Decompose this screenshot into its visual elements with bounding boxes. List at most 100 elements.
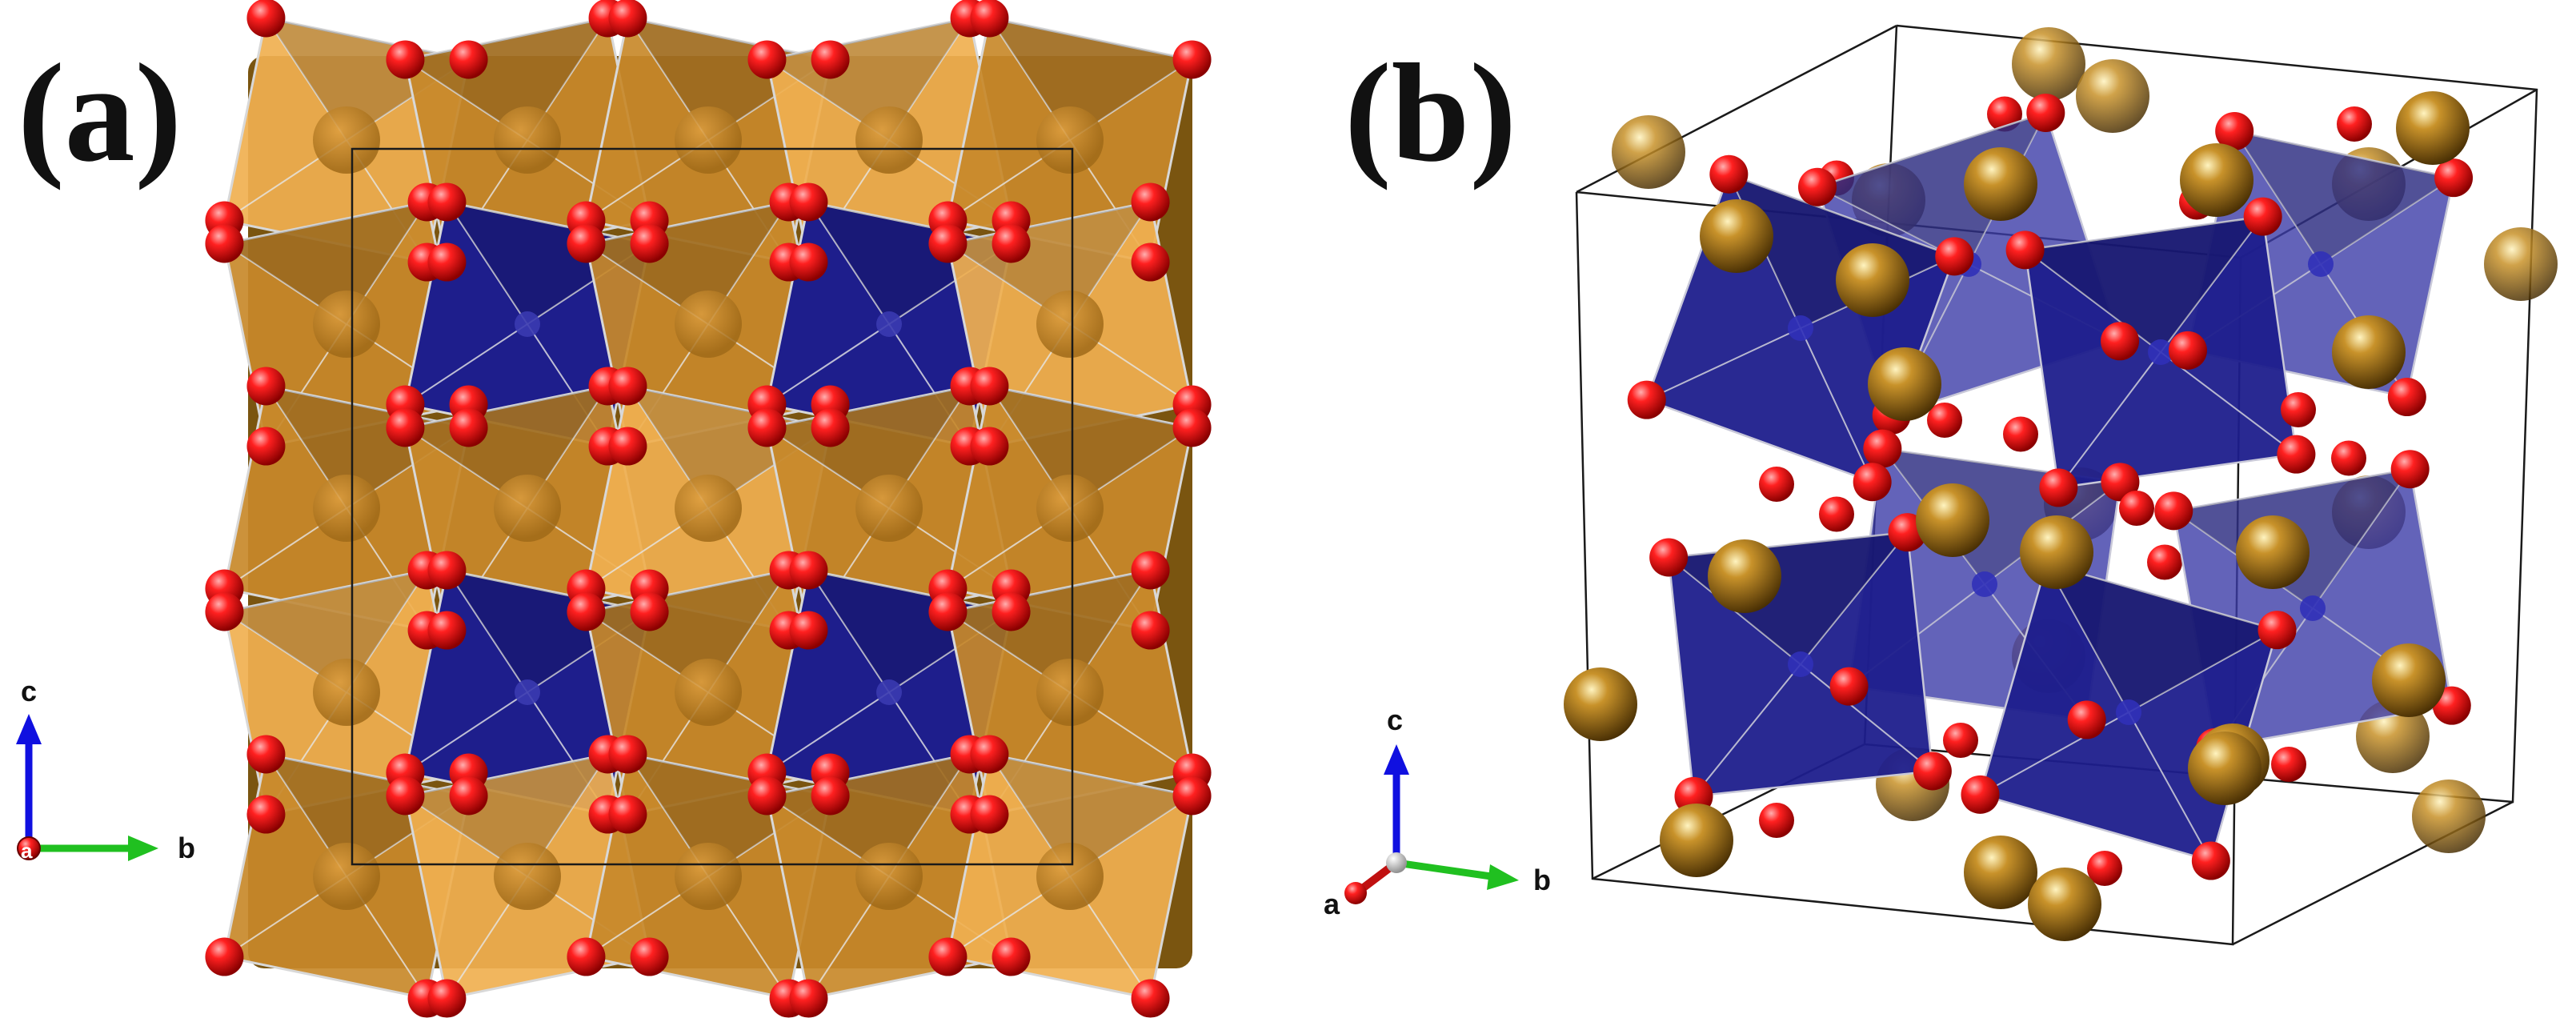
oxygen-atom <box>970 795 1009 834</box>
central-cation <box>876 311 902 337</box>
oxygen-atom <box>2003 416 2038 452</box>
facet-shade <box>627 754 831 876</box>
oxygen-atom <box>1709 154 1749 194</box>
gold-atom <box>1836 243 1909 317</box>
facet-shade <box>947 570 1151 692</box>
facet-shade <box>767 754 970 876</box>
panel-b-axis-b-label: b <box>1533 864 1551 896</box>
panel-a: (a) c b a <box>16 0 1212 1018</box>
oxygen-atom <box>789 611 828 650</box>
oxygen-atom <box>205 224 244 263</box>
central-cation <box>855 843 923 910</box>
central-cation <box>876 679 902 705</box>
oxygen-atom <box>1131 182 1170 222</box>
central-cation <box>313 843 380 910</box>
oxygen-atom <box>1829 667 1869 706</box>
oxygen-atom <box>608 0 647 38</box>
panel-b-axis-c-label: c <box>1387 703 1403 736</box>
oxygen-atom <box>2331 440 2366 476</box>
facet-shade <box>2234 130 2454 264</box>
oxygen-atom <box>246 427 286 466</box>
oxygen-atom <box>2101 463 2140 502</box>
oxygen-atom <box>1131 979 1170 1018</box>
facet-shade <box>405 754 608 876</box>
oxygen-atom <box>1863 429 1902 468</box>
oxygen-atom <box>2039 468 2078 507</box>
oxygen-atom <box>2067 700 2106 739</box>
facet-shade <box>947 202 1151 324</box>
gold-atom <box>2484 227 2558 301</box>
oxygen-atom <box>2005 230 2045 270</box>
oxygen-atom <box>789 182 828 222</box>
facet-shade <box>586 570 789 692</box>
gold-atom <box>1964 836 2037 909</box>
central-cation <box>1972 571 1997 597</box>
gold-atom <box>2236 515 2310 589</box>
oxygen-atom <box>1172 776 1212 816</box>
gold-atom <box>2020 515 2093 589</box>
oxygen-atom <box>747 776 787 816</box>
central-cation <box>675 843 742 910</box>
oxygen-atom <box>608 427 647 466</box>
oxygen-atom <box>630 592 669 631</box>
gold-atom <box>2372 643 2446 717</box>
oxygen-atom <box>2390 450 2430 489</box>
central-cation <box>1788 651 1813 677</box>
oxygen-atom <box>2432 686 2471 725</box>
oxygen-atom <box>2387 378 2426 417</box>
oxygen-atom <box>992 224 1031 263</box>
oxygen-atom <box>449 40 488 79</box>
oxygen-atom <box>246 367 286 406</box>
oxygen-atom <box>246 0 286 38</box>
central-cation <box>515 679 540 705</box>
oxygen-atom <box>205 592 244 631</box>
oxygen-atom <box>1935 237 1974 276</box>
facet-shade <box>224 202 427 324</box>
oxygen-atom <box>2434 158 2474 198</box>
oxygen-atom <box>970 735 1009 774</box>
oxygen-atom <box>2101 322 2140 361</box>
facet-shade <box>266 18 469 140</box>
facet-shade <box>627 386 831 508</box>
facet-shade <box>2025 216 2263 352</box>
gold-atom <box>1708 539 1781 613</box>
oxygen-atom <box>1649 538 1689 577</box>
central-cation <box>515 311 540 337</box>
gold-atom <box>2188 731 2262 805</box>
oxygen-atom <box>1819 496 1854 532</box>
facet-shade <box>266 386 469 508</box>
oxygen-atom <box>449 408 488 447</box>
central-cation <box>675 659 742 726</box>
oxygen-atom <box>427 611 467 650</box>
central-cation <box>494 106 561 174</box>
gold-atom <box>1612 115 1685 189</box>
facet-shade <box>989 18 1192 140</box>
central-cation <box>855 475 923 542</box>
facet-shade <box>405 18 608 140</box>
oxygen-atom <box>928 224 968 263</box>
oxygen-atom <box>2215 111 2254 150</box>
panel-a-atoms <box>205 0 1212 1018</box>
oxygen-atom <box>1853 463 1892 502</box>
central-cation <box>1788 315 1813 341</box>
panel-b-front-atoms <box>1564 91 2474 941</box>
oxygen-atom <box>427 182 467 222</box>
central-cation <box>1036 291 1104 358</box>
gold-atom <box>1916 483 1989 557</box>
gold-atom <box>2396 91 2470 165</box>
oxygen-atom <box>2277 435 2316 474</box>
oxygen-atom <box>2243 197 2282 236</box>
facet-shade <box>447 202 650 324</box>
oxygen-atom <box>1759 803 1794 838</box>
panel-b-axis-a-label: a <box>1324 888 1340 920</box>
panel-b-axis-triad: c b a <box>1324 703 1551 920</box>
oxygen-atom <box>789 979 828 1018</box>
oxygen-atom <box>2168 331 2207 370</box>
oxygen-atom <box>2258 611 2297 650</box>
facet-shade <box>586 202 789 324</box>
oxygen-atom <box>246 735 286 774</box>
oxygen-atom <box>630 937 669 976</box>
gold-atom <box>2028 868 2101 941</box>
facet-shade <box>808 202 1012 324</box>
oxygen-atom <box>747 408 787 447</box>
